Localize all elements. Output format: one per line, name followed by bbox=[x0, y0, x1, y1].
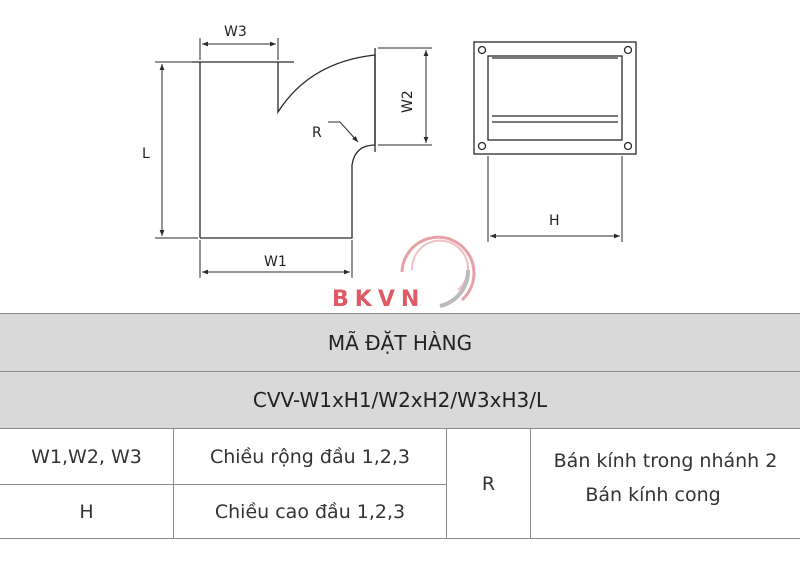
r-leader bbox=[328, 121, 359, 143]
table-divider bbox=[173, 428, 174, 538]
flange-inner-frame bbox=[487, 55, 623, 141]
w2-label: W2 bbox=[400, 90, 416, 113]
table-row-desc: Chiều rộng đầu 1,2,3 bbox=[209, 446, 411, 468]
order-code-band: CVV-W1xH1/W2xH2/W3xH3/L bbox=[0, 371, 800, 429]
table-row-param: H bbox=[79, 500, 94, 523]
table-divider bbox=[530, 428, 531, 538]
bolt-hole bbox=[623, 45, 633, 55]
table-bottom-border bbox=[0, 538, 800, 539]
w3-label: W3 bbox=[224, 24, 247, 40]
order-code-title-band: MÃ ĐẶT HÀNG bbox=[0, 313, 800, 372]
table-row-desc: Chiều cao đầu 1,2,3 bbox=[214, 500, 406, 523]
r-label: R bbox=[312, 125, 322, 141]
table-divider bbox=[446, 428, 447, 538]
order-code: CVV-W1xH1/W2xH2/W3xH3/L bbox=[252, 388, 548, 412]
w2-dimension bbox=[378, 47, 432, 146]
bkvn-logo: BKVN bbox=[332, 235, 476, 310]
w3-dimension bbox=[199, 38, 279, 60]
tee-outline bbox=[199, 54, 376, 239]
r-param: R bbox=[481, 473, 496, 495]
h-label: H bbox=[549, 213, 560, 229]
r-desc-line-1: Bán kính trong nhánh 2 bbox=[553, 450, 778, 472]
h-dimension bbox=[487, 156, 623, 242]
flange-front-view bbox=[473, 41, 637, 155]
l-label: L bbox=[142, 146, 150, 162]
w1-dimension bbox=[199, 240, 353, 278]
l-dimension bbox=[155, 61, 198, 239]
table-row-param: W1,W2, W3 bbox=[31, 446, 142, 468]
duct-tee-drawing: W3 W2 L R W1 H bbox=[142, 24, 637, 310]
order-code-title: MÃ ĐẶT HÀNG bbox=[327, 330, 473, 355]
r-desc-line-2: Bán kính cong bbox=[585, 484, 721, 506]
bolt-hole bbox=[623, 141, 633, 151]
logo-text: BKVN bbox=[332, 287, 425, 310]
bolt-hole bbox=[477, 141, 487, 151]
bolt-hole bbox=[477, 45, 487, 55]
flange-outer-frame bbox=[473, 41, 637, 155]
tee-side-view bbox=[192, 48, 376, 239]
row-divider bbox=[0, 484, 446, 485]
w1-label: W1 bbox=[264, 254, 287, 270]
